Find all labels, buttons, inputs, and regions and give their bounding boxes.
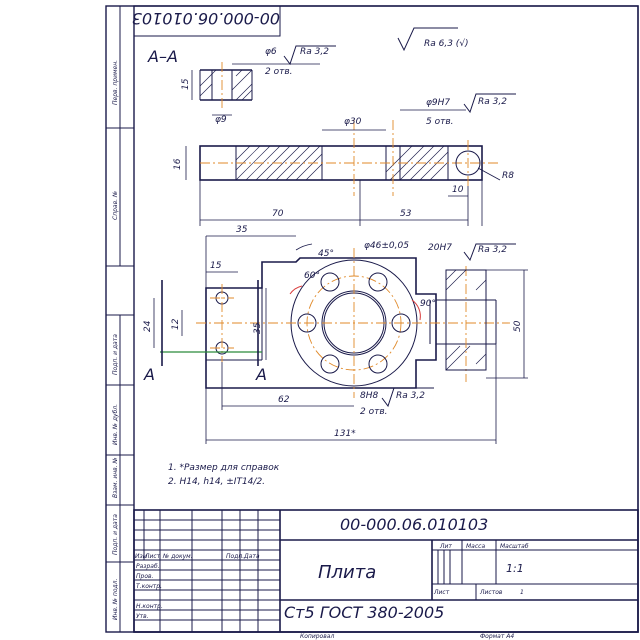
rough-20h7: Ra 3,2 — [478, 245, 507, 255]
title-block-material: Ст5 ГОСТ 380-2005 — [284, 603, 444, 622]
dim-35-plan: 35 — [253, 322, 263, 334]
title-block: 00-000.06.010103 Плита Ст5 ГОСТ 380-2005… — [133, 509, 639, 633]
note-1: 1. *Размер для справок — [168, 463, 280, 473]
cut-mark-right: А — [255, 365, 267, 384]
dim-d9h7: φ9H7 — [426, 98, 450, 108]
side-stamp-column: Перв. примен. Справ. № Подп. и дата Инв.… — [106, 6, 134, 632]
plan-view: А А 35 45° 60° φ46±0,05 20H7 Ra 3,2 15 2… — [143, 225, 528, 444]
stamp-vzam-inv: Взам. инв. № — [112, 457, 119, 498]
col-list: Лист — [144, 553, 161, 560]
scale-value: 1:1 — [506, 562, 524, 575]
col-sign: Подп. — [226, 553, 244, 560]
dim-131: 131* — [334, 429, 356, 439]
dim-d6: φ6 — [265, 47, 277, 57]
dim-70: 70 — [272, 209, 284, 219]
dim-62: 62 — [278, 395, 290, 405]
section-label: А–А — [147, 47, 178, 66]
sheet-label: Лист — [433, 589, 450, 596]
dim-15-section: 15 — [181, 78, 191, 90]
dim-d9h7-count: 5 отв. — [426, 117, 454, 127]
general-roughness-text: Ra 6,3 (√) — [424, 38, 469, 49]
dim-45: 45° — [318, 249, 334, 259]
sheet-frame — [105, 5, 639, 633]
col-izm: Изм — [135, 553, 148, 560]
front-view: 16 φ30 φ9H7 Ra 3,2 5 отв. 10 R8 70 53 — [173, 93, 516, 226]
title-block-name: Плита — [318, 562, 376, 583]
notes-block: 1. *Размер для справок 2. Н14, h14, ±IT1… — [168, 463, 280, 487]
dim-53: 53 — [400, 209, 412, 219]
dim-50: 50 — [513, 320, 523, 332]
col-date: Дата — [243, 553, 260, 560]
dim-35-top: 35 — [236, 225, 248, 235]
copied-label: Копировал — [300, 633, 334, 640]
general-roughness: Ra 6,3 (√) — [397, 27, 469, 52]
row-ncontrol: Н.контр. — [136, 603, 163, 610]
dim-d6-count: 2 отв. — [265, 67, 293, 77]
dim-24: 24 — [143, 320, 153, 332]
col-lit: Лит — [439, 543, 452, 550]
dim-d30: φ30 — [344, 117, 362, 127]
sheets-value: 1 — [520, 589, 524, 596]
stamp-inv-podl: Инв. № подл. — [112, 579, 119, 620]
rough-9h7: Ra 3,2 — [478, 97, 507, 107]
section-a-a: А–А 15 φ9 φ6 Ra 3,2 2 отв. — [147, 45, 336, 125]
row-tcontrol: Т.контр. — [136, 583, 162, 590]
dim-8h8: 8H8 — [360, 391, 378, 401]
stamp-sprav-no: Справ. № — [112, 191, 119, 220]
dim-d9: φ9 — [215, 115, 227, 125]
cut-mark-left: А — [143, 365, 155, 384]
format-label: Формат А4 — [480, 633, 514, 640]
stamp-podp-data-1: Подп. и дата — [112, 334, 119, 375]
note-2: 2. Н14, h14, ±IT14/2. — [168, 477, 265, 487]
row-check: Пров. — [136, 573, 154, 580]
dim-d46: φ46±0,05 — [364, 241, 409, 251]
row-approve: Утв. — [136, 613, 149, 620]
dim-20h7: 20H7 — [428, 243, 452, 253]
dim-r8: R8 — [502, 171, 514, 181]
stamp-podp-data-2: Подп. и дата — [112, 514, 119, 555]
dim-8h8-count: 2 отв. — [360, 407, 388, 417]
col-doc: № докум. — [162, 553, 193, 560]
dim-60: 60° — [304, 271, 320, 281]
row-develop: Разраб. — [136, 563, 160, 570]
rough-holes-top: Ra 3,2 — [300, 47, 329, 57]
top-code-text: 00-000.06.010103 — [132, 9, 280, 28]
dim-90: 90° — [420, 299, 436, 309]
col-scale: Масштаб — [500, 543, 529, 550]
rough-8h8: Ra 3,2 — [396, 391, 425, 401]
dim-15-plan: 15 — [210, 261, 222, 271]
dim-16: 16 — [173, 158, 183, 170]
col-mass: Масса — [466, 543, 485, 550]
stamp-perv-primen: Перв. примен. — [112, 60, 119, 105]
dim-12: 12 — [171, 318, 181, 330]
title-block-code: 00-000.06.010103 — [340, 515, 488, 534]
stamp-inv-dubl: Инв. № дубл. — [112, 404, 119, 445]
dim-10: 10 — [452, 185, 464, 195]
top-code-box — [133, 5, 281, 37]
sheets-label: Листов — [479, 589, 503, 596]
